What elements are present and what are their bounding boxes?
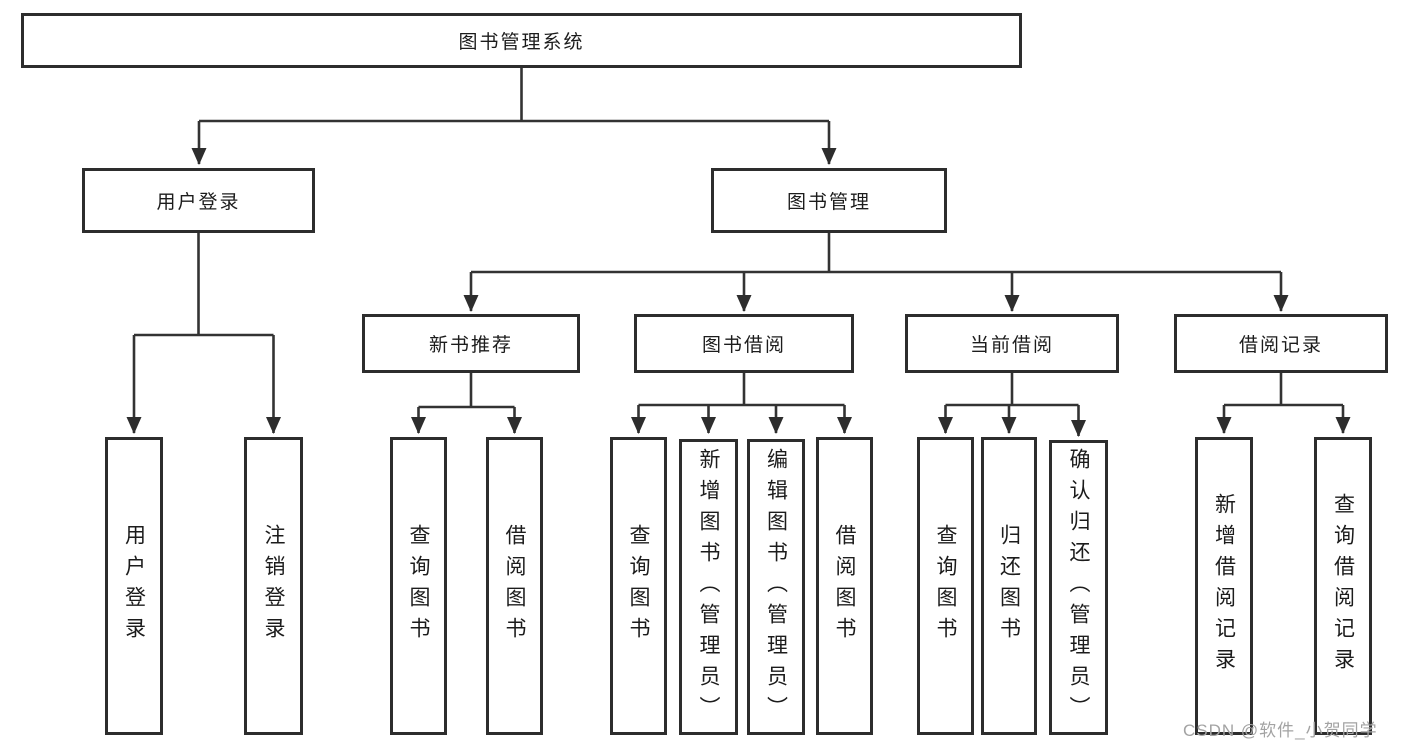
node-current-borrow-label: 当前借阅 [969, 335, 1054, 356]
leaf-logout-label: 注销登录 [262, 524, 285, 648]
leaf-current-confirm-return-admin-label: 确认归还（管理员） [1067, 448, 1090, 727]
leaf-current-return-books: 归还图书 [981, 437, 1037, 735]
node-root-label: 图书管理系统 [458, 32, 585, 53]
leaf-current-query-books: 查询图书 [917, 437, 974, 735]
leaf-borrow-query-books: 查询图书 [610, 437, 667, 735]
node-book-management: 图书管理 [711, 168, 947, 233]
leaf-record-query-borrow-record: 查询借阅记录 [1314, 437, 1372, 735]
node-user-login-label: 用户登录 [156, 192, 241, 213]
leaf-recommend-query-books-label: 查询图书 [407, 524, 430, 648]
leaf-recommend-query-books: 查询图书 [390, 437, 447, 735]
leaf-user-login: 用户登录 [105, 437, 163, 735]
leaf-borrow-borrow-books-label: 借阅图书 [833, 524, 856, 648]
csdn-watermark: CSDN @软件_小贺同学 [1183, 721, 1378, 740]
leaf-borrow-borrow-books: 借阅图书 [816, 437, 873, 735]
node-book-borrow: 图书借阅 [634, 314, 854, 373]
leaf-record-query-borrow-record-label: 查询借阅记录 [1331, 493, 1355, 679]
leaf-borrow-add-books-admin-label: 新增图书（管理员） [697, 447, 720, 727]
node-book-management-label: 图书管理 [786, 192, 871, 213]
node-new-book-recommend: 新书推荐 [362, 314, 580, 373]
leaf-logout: 注销登录 [244, 437, 303, 735]
leaf-current-return-books-label: 归还图书 [997, 524, 1021, 648]
leaf-borrow-edit-books-admin-label: 编辑图书（管理员） [764, 447, 788, 727]
leaf-current-confirm-return-admin: 确认归还（管理员） [1049, 440, 1108, 735]
node-borrow-record-label: 借阅记录 [1238, 335, 1323, 356]
leaf-user-login-label: 用户登录 [122, 524, 146, 648]
node-borrow-record: 借阅记录 [1174, 314, 1388, 373]
leaf-record-add-borrow-record-label: 新增借阅记录 [1212, 493, 1236, 679]
leaf-borrow-edit-books-admin: 编辑图书（管理员） [747, 439, 805, 735]
leaf-current-query-books-label: 查询图书 [934, 524, 957, 648]
node-new-book-recommend-label: 新书推荐 [428, 335, 513, 356]
node-current-borrow: 当前借阅 [905, 314, 1119, 373]
node-book-borrow-label: 图书借阅 [701, 335, 786, 356]
leaf-record-add-borrow-record: 新增借阅记录 [1195, 437, 1253, 735]
node-root-system: 图书管理系统 [21, 13, 1022, 68]
leaf-recommend-borrow-books: 借阅图书 [486, 437, 543, 735]
leaf-borrow-query-books-label: 查询图书 [627, 524, 650, 648]
leaf-recommend-borrow-books-label: 借阅图书 [503, 524, 526, 648]
leaf-borrow-add-books-admin: 新增图书（管理员） [679, 439, 738, 735]
node-user-login: 用户登录 [82, 168, 315, 233]
